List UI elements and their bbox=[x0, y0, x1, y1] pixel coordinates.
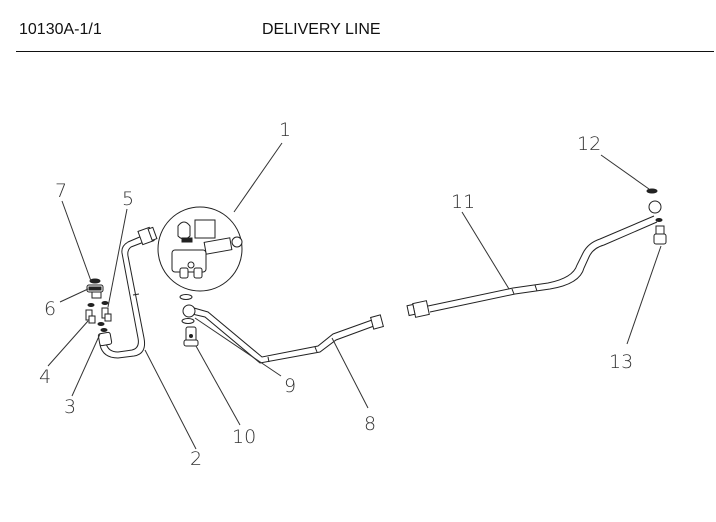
callout-12: 12 bbox=[577, 133, 601, 155]
part-9-washer bbox=[181, 318, 195, 324]
callout-2: 2 bbox=[190, 448, 202, 470]
callout-7: 7 bbox=[55, 180, 67, 202]
header-divider bbox=[16, 51, 714, 52]
callout-5: 5 bbox=[122, 188, 134, 210]
part-8-pipe bbox=[191, 307, 384, 364]
part-2-pipe bbox=[97, 226, 158, 359]
callout-6: 6 bbox=[44, 298, 56, 320]
callout-1: 1 bbox=[279, 119, 291, 141]
part-1-pump-assembly bbox=[157, 206, 243, 300]
callout-8: 8 bbox=[364, 413, 376, 435]
callout-4: 4 bbox=[39, 366, 51, 388]
callout-3: 3 bbox=[64, 396, 76, 418]
page-title: DELIVERY LINE bbox=[262, 21, 381, 38]
callout-10: 10 bbox=[232, 426, 256, 448]
callout-13: 13 bbox=[609, 351, 633, 373]
parts-3-to-7-fittings bbox=[85, 278, 112, 332]
callout-11: 11 bbox=[451, 191, 475, 213]
part-10-banjo-bolt bbox=[182, 304, 199, 347]
part-13-fitting bbox=[653, 225, 667, 245]
leader-lines bbox=[47, 142, 662, 450]
callout-9: 9 bbox=[284, 375, 296, 397]
part-12-washer bbox=[646, 188, 658, 194]
part-11-pipe bbox=[406, 200, 663, 318]
document-code: 10130A-1/1 bbox=[19, 21, 102, 38]
